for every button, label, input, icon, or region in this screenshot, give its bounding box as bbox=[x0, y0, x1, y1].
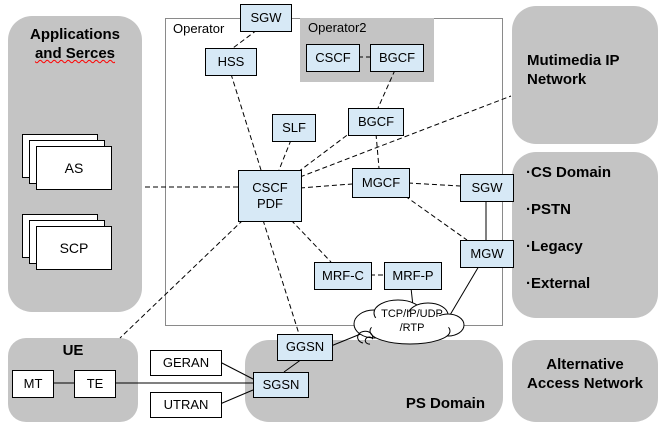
as-stack: AS bbox=[22, 134, 132, 190]
bgcf-op2-label: BGCF bbox=[378, 49, 416, 65]
mt-label: MT bbox=[23, 375, 43, 391]
sgw-top-node: SGW bbox=[240, 4, 292, 32]
cs-domain-item-0: ·CS Domain bbox=[526, 164, 612, 181]
cloud-protocol-label: TCP/IP/UDP /RTP bbox=[356, 308, 468, 336]
sgw-top-label: SGW bbox=[250, 9, 282, 25]
utran-node: UTRAN bbox=[150, 392, 222, 418]
sgw-right-node: SGW bbox=[460, 174, 514, 202]
multimedia-panel-title: Mutimedia IP Network bbox=[512, 6, 658, 90]
slf-label: SLF bbox=[282, 119, 306, 135]
cscf-op2-node: CSCF bbox=[306, 44, 360, 72]
cscf-op2-label: CSCF bbox=[315, 49, 351, 65]
multimedia-title-line2: Network bbox=[527, 70, 587, 88]
ggsn-label: GGSN bbox=[285, 339, 325, 355]
hss-label: HSS bbox=[217, 53, 245, 69]
ue-panel-title: UE bbox=[62, 342, 84, 359]
mrf-c-label: MRF-C bbox=[322, 267, 364, 283]
te-label: TE bbox=[86, 375, 104, 391]
multimedia-ip-network-panel: Mutimedia IP Network bbox=[512, 6, 658, 144]
sgsn-node: SGSN bbox=[253, 372, 309, 398]
as-label: AS bbox=[64, 160, 84, 176]
cloud-label-line1: TCP/IP/UDP bbox=[381, 308, 443, 320]
cloud-label-line2: /RTP bbox=[399, 321, 425, 334]
bgcf-op2-node: BGCF bbox=[370, 44, 424, 72]
applications-title-line2: and Serces bbox=[34, 44, 116, 62]
scp-label: SCP bbox=[59, 240, 89, 256]
mgcf-node: MGCF bbox=[352, 168, 410, 198]
mgw-label: MGW bbox=[470, 245, 504, 261]
pdf-label: PDF bbox=[257, 196, 283, 211]
mrf-c-node: MRF-C bbox=[314, 262, 372, 290]
scp-stack: SCP bbox=[22, 214, 132, 270]
mgcf-label: MGCF bbox=[361, 174, 401, 190]
operator2-label: Operator2 bbox=[308, 20, 367, 35]
hss-node: HSS bbox=[205, 48, 257, 76]
cs-domain-item-1: ·PSTN bbox=[526, 201, 571, 218]
alternative-title-line2: Access Network bbox=[527, 374, 643, 392]
sgw-right-label: SGW bbox=[471, 179, 503, 195]
mt-node: MT bbox=[12, 370, 54, 398]
sgsn-label: SGSN bbox=[262, 376, 300, 392]
alternative-access-panel: Alternative Access Network bbox=[512, 340, 658, 422]
alternative-title-line1: Alternative bbox=[546, 356, 624, 373]
ue-panel: UE bbox=[8, 338, 138, 422]
mgw-node: MGW bbox=[460, 240, 514, 268]
cscf-pdf-node: CSCF PDF bbox=[238, 170, 302, 222]
cscf-label: CSCF bbox=[252, 179, 288, 195]
cs-domain-panel bbox=[512, 152, 658, 318]
cs-domain-item-2: ·Legacy bbox=[526, 238, 583, 255]
mrf-p-label: MRF-P bbox=[392, 267, 434, 283]
utran-label: UTRAN bbox=[163, 396, 209, 412]
operator-label: Operator bbox=[173, 21, 225, 36]
mrf-p-node: MRF-P bbox=[384, 262, 442, 290]
applications-panel-title: Applications and Serces bbox=[8, 16, 142, 64]
applications-title-line1: Applications bbox=[29, 26, 120, 43]
ps-domain-panel-title: PS Domain bbox=[405, 395, 485, 413]
cs-domain-item-3: ·External bbox=[526, 275, 591, 292]
alternative-panel-title: Alternative Access Network bbox=[512, 340, 658, 394]
bgcf-node: BGCF bbox=[348, 108, 404, 136]
te-node: TE bbox=[74, 370, 116, 398]
geran-node: GERAN bbox=[150, 350, 222, 376]
geran-label: GERAN bbox=[162, 354, 210, 370]
as-node: AS bbox=[36, 146, 112, 190]
bgcf-label: BGCF bbox=[357, 113, 395, 129]
multimedia-title-line1: Mutimedia IP bbox=[527, 52, 620, 69]
ggsn-node: GGSN bbox=[277, 334, 333, 361]
slf-node: SLF bbox=[272, 114, 316, 142]
scp-node: SCP bbox=[36, 226, 112, 270]
